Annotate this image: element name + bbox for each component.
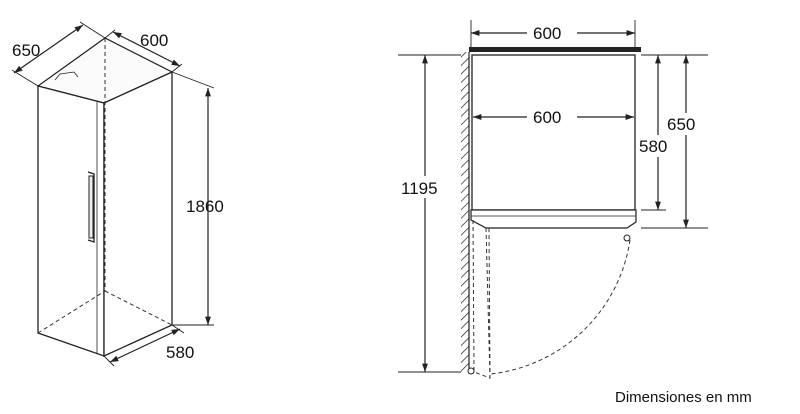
dim-label-top-600: 600 bbox=[533, 24, 561, 43]
ext-580-a bbox=[103, 355, 115, 367]
dim-label-650-plan: 650 bbox=[667, 115, 695, 134]
dim-label-650-iso: 650 bbox=[12, 41, 40, 60]
ext-600-a bbox=[104, 29, 116, 39]
floor-pivot bbox=[467, 367, 475, 375]
dim-label-580-plan: 580 bbox=[639, 137, 667, 156]
dim-label-580-iso: 580 bbox=[166, 343, 194, 362]
plan-view: 600 600 1195 580 650 bbox=[398, 20, 708, 379]
dim-line-580-iso bbox=[109, 328, 181, 363]
hinge-bracket bbox=[54, 71, 79, 81]
hidden-base-edge-right bbox=[104, 290, 173, 326]
label-bg-top-600 bbox=[527, 22, 577, 42]
appliance-body-plan bbox=[471, 54, 636, 211]
top-rail bbox=[469, 47, 641, 52]
door-closed-plan bbox=[470, 209, 637, 229]
dim-line-650-iso bbox=[13, 24, 84, 74]
dim-label-inner-600: 600 bbox=[533, 108, 561, 127]
ext-1860-a bbox=[171, 71, 215, 89]
label-bg-inner-600 bbox=[527, 106, 577, 126]
dim-label-1195: 1195 bbox=[401, 179, 438, 198]
units-caption: Dimensiones en mm bbox=[615, 389, 752, 406]
label-bg-650-plan bbox=[666, 113, 706, 135]
ext-650-b bbox=[79, 21, 106, 39]
dim-label-600-iso: 600 bbox=[140, 31, 168, 50]
appliance-side-face bbox=[103, 70, 173, 358]
door-swing-arc bbox=[489, 239, 631, 375]
ext-600-b bbox=[171, 63, 183, 73]
label-bg-580-plan bbox=[637, 135, 675, 157]
hinge-knob bbox=[623, 234, 631, 242]
wall-hatch bbox=[461, 52, 469, 372]
isometric-appliance: 650 600 1860 580 bbox=[11, 21, 224, 367]
dim-line-600-iso bbox=[112, 31, 181, 67]
label-bg-1195 bbox=[398, 176, 450, 198]
door-handle bbox=[87, 171, 95, 243]
hidden-base-edge-left bbox=[37, 290, 106, 334]
dim-label-1860: 1860 bbox=[186, 197, 224, 216]
